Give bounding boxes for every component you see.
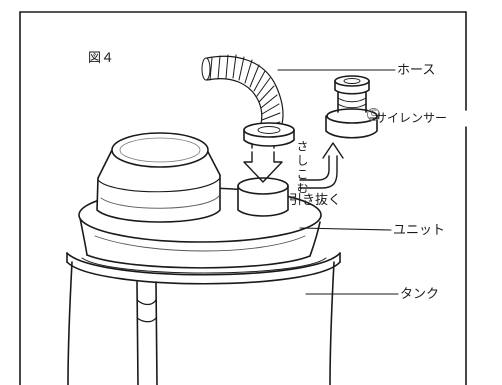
figure-number: 図４ <box>88 51 115 66</box>
silencer-label: サイレンサー <box>375 111 448 125</box>
leader-unit <box>299 227 392 231</box>
pull-out-arrow <box>299 142 344 189</box>
unit-knob <box>96 132 221 223</box>
insert-label: さしこむ <box>295 140 309 196</box>
unit-label: ユニット <box>393 223 446 238</box>
c-marker: C <box>367 108 380 121</box>
unit-port <box>237 177 289 217</box>
tank-label: タンク <box>400 287 440 302</box>
hose-label: ホース <box>397 63 436 78</box>
tank-rim <box>66 252 341 285</box>
tank <box>67 261 335 385</box>
silencer <box>325 75 378 139</box>
pull-out-label: 引き抜く <box>289 193 342 208</box>
hose <box>201 54 295 147</box>
figure-frame <box>19 11 467 385</box>
